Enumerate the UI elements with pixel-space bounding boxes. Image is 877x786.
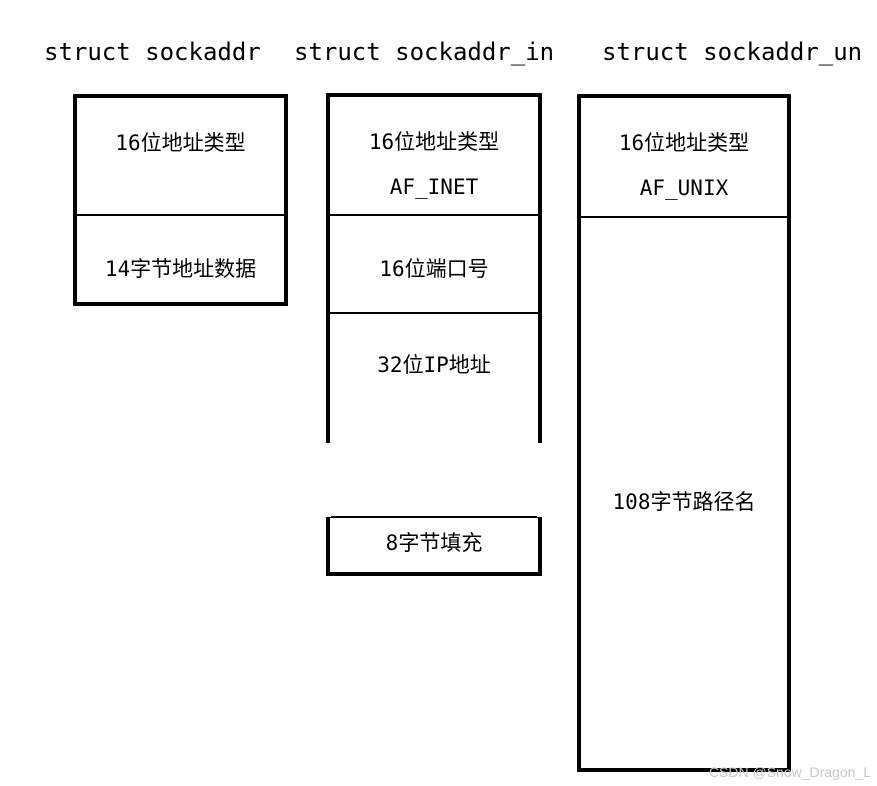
- sockaddr-in-port-field: 16位端口号: [330, 216, 538, 314]
- sockaddr-in-family-label: 16位地址类型: [368, 130, 500, 154]
- struct-sockaddr-title: struct sockaddr: [44, 38, 261, 66]
- border-gap-left: [326, 443, 331, 517]
- sockaddr-data-label: 14字节地址数据: [104, 257, 257, 281]
- sockaddr-family-field: 16位地址类型: [77, 98, 284, 216]
- sockaddr-in-padding-label: 8字节填充: [385, 531, 483, 555]
- sockaddr-in-family-value: AF_INET: [389, 175, 479, 199]
- sockaddr-un-path-label: 108字节路径名: [612, 490, 756, 514]
- watermark: CSDN @Snow_Dragon_L: [708, 764, 871, 780]
- sockaddr-un-family-value: AF_UNIX: [639, 176, 729, 200]
- sockaddr-un-family-label: 16位地址类型: [618, 131, 750, 155]
- sockaddr-in-box: 16位地址类型 AF_INET 16位端口号 32位IP地址 8字节填充: [326, 93, 542, 576]
- sockaddr-in-addr-field: 32位IP地址: [330, 314, 538, 518]
- sockaddr-un-path-field: 108字节路径名: [581, 218, 787, 772]
- sockaddr-family-label: 16位地址类型: [115, 131, 246, 155]
- sockaddr-in-family-field: 16位地址类型 AF_INET: [330, 97, 538, 216]
- sockaddr-in-addr-label: 32位IP地址: [377, 353, 491, 377]
- struct-sockaddr-un-title: struct sockaddr_un: [602, 38, 863, 66]
- sockaddr-in-port-label: 16位端口号: [379, 257, 489, 281]
- sockaddr-un-box: 16位地址类型 AF_UNIX 108字节路径名: [577, 94, 791, 772]
- sockaddr-data-field: 14字节地址数据: [77, 216, 284, 306]
- sockaddr-box: 16位地址类型 14字节地址数据: [73, 94, 288, 306]
- struct-sockaddr-in-title: struct sockaddr_in: [294, 38, 555, 66]
- sockaddr-in-padding-field: 8字节填充: [330, 518, 538, 576]
- sockaddr-un-family-field: 16位地址类型 AF_UNIX: [581, 98, 787, 218]
- border-gap-right: [537, 443, 542, 517]
